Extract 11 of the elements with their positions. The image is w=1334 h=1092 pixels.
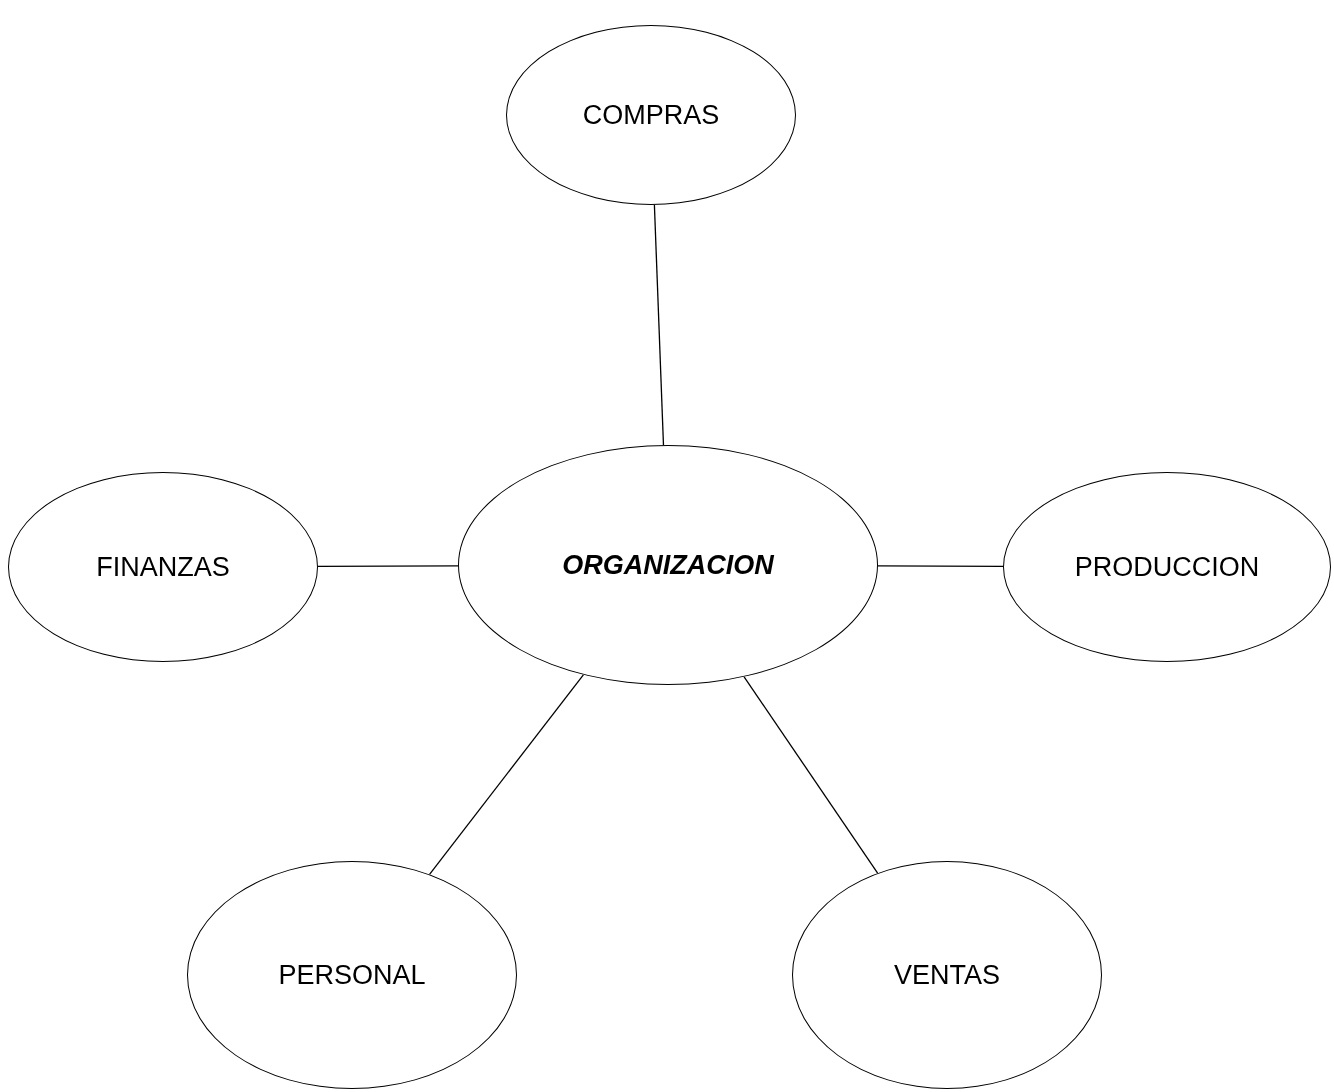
connector-line: [428, 674, 584, 876]
node-label: VENTAS: [894, 958, 1000, 992]
node-label: PRODUCCION: [1074, 550, 1260, 584]
connector-line: [317, 565, 459, 568]
node-label: FINANZAS: [96, 550, 230, 584]
node-label: ORGANIZACION: [562, 548, 774, 582]
connector-line: [743, 676, 879, 874]
connector-line: [877, 565, 1004, 567]
node-label: COMPRAS: [582, 98, 720, 132]
connector-line: [653, 204, 665, 446]
node-label: PERSONAL: [278, 958, 426, 992]
